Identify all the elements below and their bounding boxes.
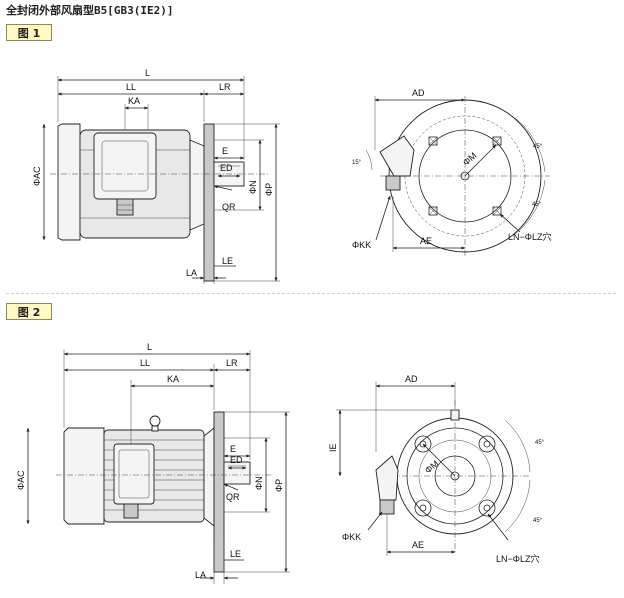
fig1-dim-AC: ΦAC	[32, 166, 42, 186]
fig1-dim-ED: ED	[220, 163, 233, 173]
fig2-dim-LA: LA	[195, 570, 206, 580]
fig1-dim-LL: LL	[126, 82, 136, 92]
fig2-front-view: AD IE AE ΦKK ΦM LN−ΦLZ穴 45° 45°	[328, 374, 545, 564]
fig2-dim-IE: IE	[328, 443, 338, 452]
fig2-dim-AE: AE	[412, 540, 424, 550]
fig1-dim-KA: KA	[128, 96, 140, 106]
page-title: 全封闭外部风扇型B5[GB3(IE2)]	[6, 4, 174, 17]
fig2-angle-45-bottom: 45°	[533, 518, 543, 524]
fig1-dim-N: ΦN	[248, 180, 258, 194]
fig1-dim-LR: LR	[219, 82, 231, 92]
figure-separator	[6, 293, 616, 294]
fig1-angle-45-top: 45°	[533, 144, 543, 150]
fig2-dim-KK: ΦKK	[342, 532, 361, 542]
fig2-shaft	[223, 461, 251, 485]
fig1-angle-45-bottom: 45°	[532, 202, 542, 208]
fig1-dim-L: L	[145, 68, 150, 78]
fig1-dim-KK: ΦKK	[352, 240, 371, 250]
fig1-terminal-box-front	[379, 135, 415, 177]
fig1-fan-cover	[57, 123, 81, 241]
fig1-dim-LE: LE	[222, 256, 233, 266]
fig2-dim-ED: ED	[230, 455, 243, 465]
fig2-dim-LE: LE	[230, 549, 241, 559]
fig2-lifting-eye	[149, 415, 161, 427]
fig1-dim-AE: AE	[420, 236, 432, 246]
fig2-dim-LR: LR	[226, 358, 238, 368]
fig2-dim-AD: AD	[405, 374, 418, 384]
figure-1-label: 图 1	[6, 24, 52, 41]
fig2-fan-cover	[63, 427, 105, 525]
fig2-side-view: L LL LR KA ΦAC E ED QR ΦN ΦP LA	[16, 342, 290, 584]
fig1-dim-LA: LA	[186, 268, 197, 278]
fig2-cable-gland	[123, 503, 139, 519]
fig2-dim-L: L	[147, 342, 152, 352]
fig1-bolt-holes	[428, 136, 502, 216]
fig1-dim-QR: QR	[222, 202, 236, 212]
fig1-dim-P: ΦP	[264, 183, 274, 196]
fig1-terminal-box	[93, 132, 157, 200]
fig1-front-view: AD AE ΦKK ΦM LN−ΦLZ穴 45° 45° 15°	[352, 88, 551, 256]
fig1-cable-gland	[116, 198, 134, 216]
fig1-dim-LZ: LN−ΦLZ穴	[508, 231, 551, 242]
fig2-dim-LZ: LN−ΦLZ穴	[496, 553, 539, 564]
fig2-angle-45-top: 45°	[535, 440, 545, 446]
figure-2-label: 图 2	[6, 303, 52, 320]
fig2-terminal-box	[113, 443, 155, 505]
fig2-dim-P: ΦP	[274, 479, 284, 492]
fig2-dim-QR: QR	[226, 492, 240, 502]
fig2-dim-KA: KA	[167, 374, 179, 384]
fig2-dim-N: ΦN	[254, 476, 264, 490]
fig1-angle-15: 15°	[352, 160, 362, 166]
fig2-dim-LL: LL	[140, 358, 150, 368]
fig1-dim-AD: AD	[412, 88, 425, 98]
fig2-dim-AC: ΦAC	[16, 470, 26, 490]
fig1-flange	[203, 123, 215, 282]
fig2-dim-E: E	[230, 444, 236, 454]
fig1-side-view: L LL LR KA ΦAC E ED QR ΦN ΦP L	[32, 68, 280, 284]
fig2-flange	[213, 411, 225, 573]
fig1-dim-E: E	[222, 146, 228, 156]
fig2-terminal-box-front	[375, 455, 399, 501]
